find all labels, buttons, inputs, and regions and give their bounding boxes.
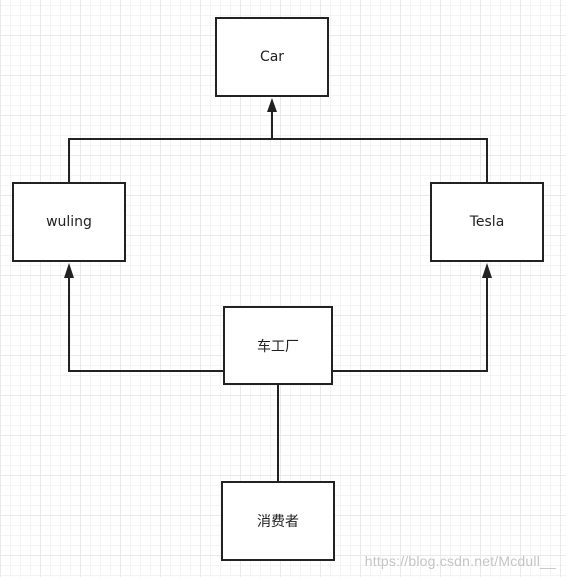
node-consumer[interactable]: 消费者 (221, 481, 335, 561)
edge-wuling-to-car (68, 112, 273, 182)
node-tesla[interactable]: Tesla (430, 182, 544, 262)
node-car[interactable]: Car (215, 17, 329, 97)
edge-tesla-to-car (272, 138, 488, 182)
edge-factory-to-tesla (333, 278, 488, 372)
edge-factory-to-wuling (68, 278, 223, 372)
node-factory[interactable]: 车工厂 (223, 306, 333, 385)
node-consumer-label: 消费者 (257, 514, 299, 530)
arrowhead-tesla (482, 263, 492, 278)
node-wuling[interactable]: wuling (12, 182, 126, 262)
node-car-label: Car (259, 49, 285, 65)
node-factory-label: 车工厂 (257, 338, 299, 355)
watermark-text: https://blog.csdn.net/Mcdull__ (364, 553, 556, 569)
node-tesla-label: Tesla (469, 214, 505, 230)
node-wuling-label: wuling (46, 214, 92, 230)
arrowhead-car (267, 98, 277, 112)
arrowhead-wuling (64, 263, 74, 278)
